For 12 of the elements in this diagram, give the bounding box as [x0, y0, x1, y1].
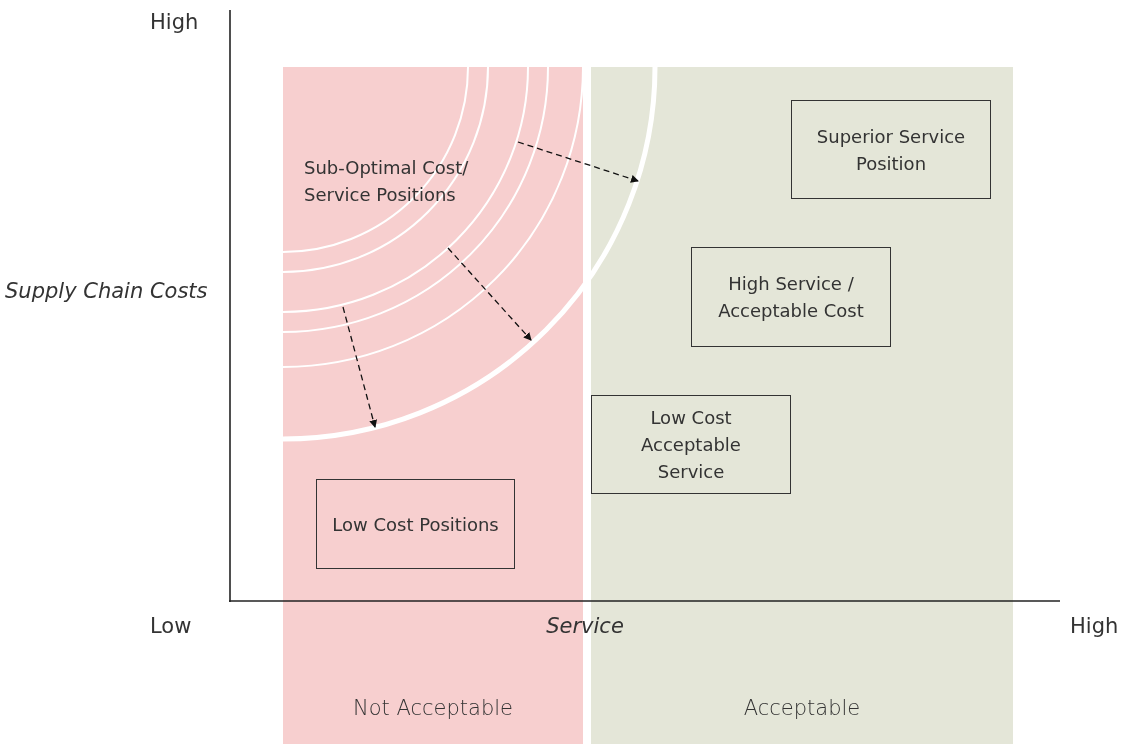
band-title: Acceptable [742, 696, 862, 720]
position-box: Low Cost Positions [316, 479, 515, 569]
position-box: Superior Service Position [791, 100, 991, 199]
region-caption: Sub-Optimal Cost/ Service Positions [304, 156, 470, 207]
axis-value-label: High [150, 10, 200, 34]
band-title: Not Acceptable [352, 696, 514, 720]
position-box: High Service / Acceptable Cost [691, 247, 891, 347]
position-box: Low Cost Acceptable Service [591, 395, 791, 494]
axis-title: Service [545, 614, 625, 638]
axis-value-label: High [1070, 614, 1120, 638]
axis-title: Supply Chain Costs [5, 279, 209, 303]
axis-value-label: Low [150, 614, 193, 638]
